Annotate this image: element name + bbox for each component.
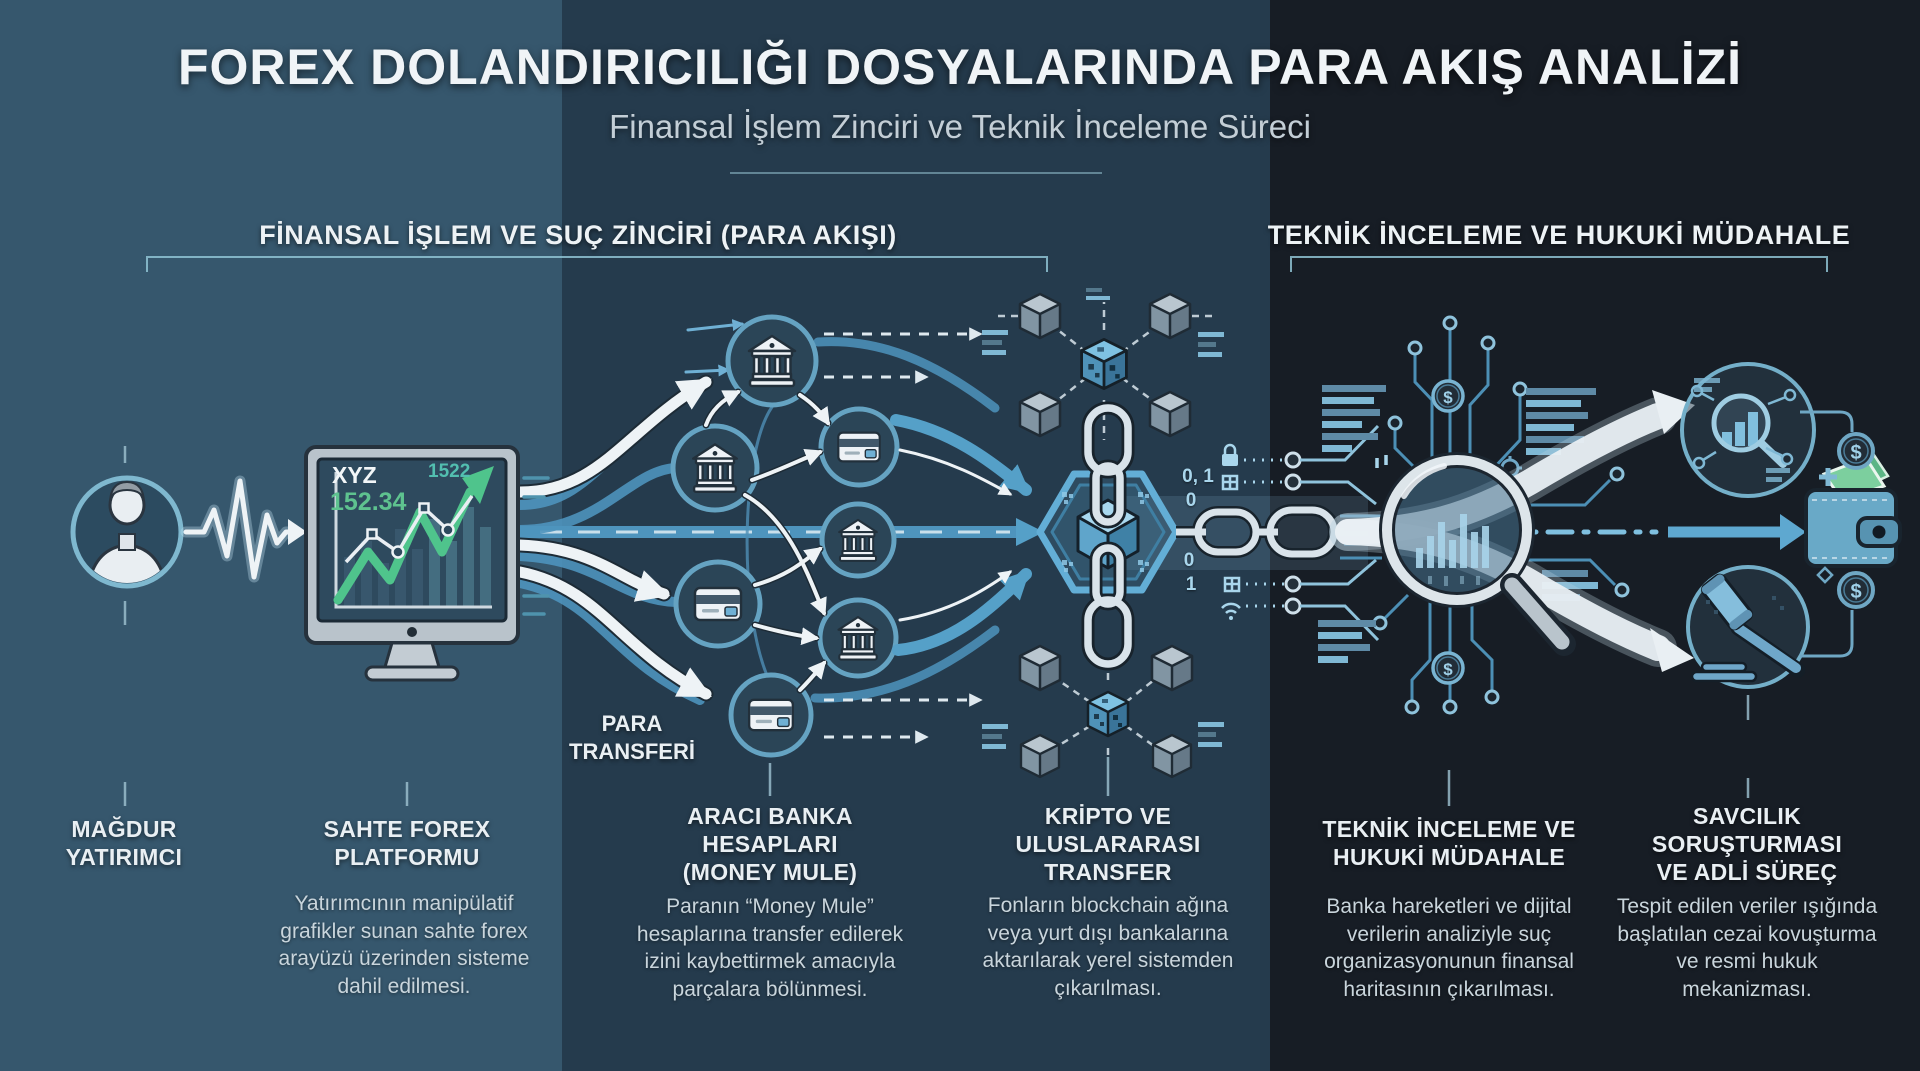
reward-coins: $ $: [1800, 410, 1875, 658]
page-subtitle: Finansal İşlem Zinciri ve Teknik İncelem…: [609, 108, 1311, 145]
monitor-ticker: XYZ: [332, 462, 377, 488]
money-mule-cluster: [670, 314, 900, 758]
block-cube-icon: [1148, 292, 1192, 340]
analysis-result-circle: [1680, 362, 1816, 498]
page-title: FOREX DOLANDIRICILIĞI DOSYALARINDA PARA …: [177, 39, 1743, 95]
binary-digit: 0: [1183, 550, 1195, 571]
column-label-money-mule: ARACI BANKA HESAPLARI (MONEY MULE): [682, 803, 858, 886]
magnifier-icon: [1379, 452, 1576, 656]
forex-monitor: [304, 445, 520, 682]
monitor-index-value: 1522: [428, 461, 471, 482]
chain-vertical: [1081, 401, 1135, 671]
bank-circle-left: [670, 423, 760, 513]
plus-icon: [1819, 468, 1837, 486]
data-lines: [982, 288, 1224, 357]
wallet-icon: [1804, 450, 1902, 568]
credit-card-icon: [693, 586, 743, 622]
central-block-icon: [1086, 690, 1130, 738]
bank-circle-top: [725, 314, 819, 408]
block-cube-icon: [1019, 733, 1061, 779]
column-desc-fake-platform: Yatırımcının manipülatif grafikler sunan…: [278, 892, 530, 999]
block-cube-icon: [1150, 644, 1194, 692]
monitor-stand: [383, 641, 441, 669]
block-cube-icon: [1018, 292, 1062, 340]
circuit-dollar-coins: $ $: [1431, 379, 1465, 685]
subtitle-underline: [730, 172, 1102, 174]
pulse-arrow: [180, 475, 307, 583]
card-circle-right: [818, 406, 900, 488]
alert-marks: [1375, 455, 1388, 468]
section-header-left: FİNANSAL İŞLEM VE SUÇ ZİNCİRİ (PARA AKIŞ…: [259, 220, 897, 250]
dollar-icon: $: [1443, 388, 1453, 407]
monitor-chart: [333, 466, 494, 609]
credit-card-icon: [837, 431, 881, 463]
column-label-prosecution: SAVCILIK SORUŞTURMASI VE ADLİ SÜREÇ: [1651, 803, 1843, 886]
column-desc-crypto-transfer: Fonların blockchain ağına veya yurt dışı…: [982, 894, 1234, 1001]
column-desc-prosecution: Tespit edilen veriler ışığında başlatıla…: [1616, 895, 1878, 1002]
section-brackets: [146, 256, 1828, 272]
middle-flow-line: [514, 518, 1044, 546]
bank-circle-right-low: [817, 597, 899, 679]
column-connector-ticks: [123, 446, 1750, 806]
fan-arrows: [512, 319, 745, 705]
monitor-price: 152.34: [330, 488, 407, 516]
wifi-icon: [1221, 602, 1241, 620]
binary-digit: 1: [1185, 574, 1197, 595]
cluster-sweeps: [745, 337, 1000, 703]
dollar-icon: $: [1443, 660, 1453, 679]
victim-icon: [70, 475, 184, 589]
monitor-power-dot: [407, 627, 417, 637]
column-label-victim: MAĞDUR YATIRIMCI: [65, 816, 183, 871]
binary-digit: 0: [1185, 490, 1197, 511]
hexagon-qr-deco: [1062, 492, 1149, 572]
block-cube-icon: [1148, 390, 1192, 438]
data-blocks: [1318, 385, 1598, 663]
gavel-result-circle: [1686, 565, 1810, 689]
block-cube-icon: [1151, 733, 1193, 779]
chain-horizontal: [1176, 504, 1368, 560]
qr-grid-icon: [1223, 576, 1241, 593]
crypto-hexagon: [1036, 470, 1180, 594]
binary-digits: 0, 1: [1182, 466, 1214, 487]
column-label-crypto-transfer: KRİPTO VE ULUSLARARASI TRANSFER: [1015, 803, 1201, 886]
mini-magnifier-icon: [1711, 393, 1771, 453]
magnifier-bars: [1416, 514, 1489, 586]
flow-label-para-transferi: PARA TRANSFERİ: [569, 711, 695, 764]
converge-arrows: [890, 414, 1032, 656]
cluster-arrows: [702, 388, 832, 694]
blockchain-cluster-top: [982, 288, 1224, 440]
column-label-technical-review: TEKNİK İNCELEME VE HUKUKİ MÜDAHALE: [1322, 816, 1576, 871]
crypto-cube-icon: [1076, 498, 1140, 570]
data-lines: [982, 722, 1224, 749]
credit-card-icon: [747, 698, 795, 732]
monitor-base: [364, 665, 460, 682]
block-cube-icon: [1018, 644, 1062, 692]
column-label-fake-platform: SAHTE FOREX PLATFORMU: [323, 816, 491, 871]
section-header-right: TEKNİK İNCELEME VE HUKUKİ MÜDAHALE: [1267, 220, 1851, 250]
wallet-arrow: [1668, 514, 1806, 550]
central-block-icon: [1080, 337, 1128, 391]
gavel-icon: [1690, 573, 1806, 683]
dashed-transfer-arrows: [824, 327, 983, 744]
qr-grid-icon: [1221, 474, 1239, 491]
padlock-icon: [1222, 443, 1238, 466]
column-desc-money-mule: Paranın “Money Mule” hesaplarına transfe…: [636, 895, 904, 1002]
block-cube-icon: [1018, 390, 1062, 438]
card-circle-left: [673, 559, 763, 649]
blockchain-cluster-bottom: [982, 644, 1224, 779]
diamond-deco: [1816, 566, 1834, 584]
bank-circle-right-mid: [819, 501, 897, 579]
card-circle-bottom: [728, 672, 814, 758]
column-desc-technical-review: Banka hareketleri ve dijital verilerin a…: [1324, 895, 1574, 1002]
dollar-icon: $: [1850, 581, 1861, 603]
dollar-icon: $: [1850, 442, 1861, 464]
